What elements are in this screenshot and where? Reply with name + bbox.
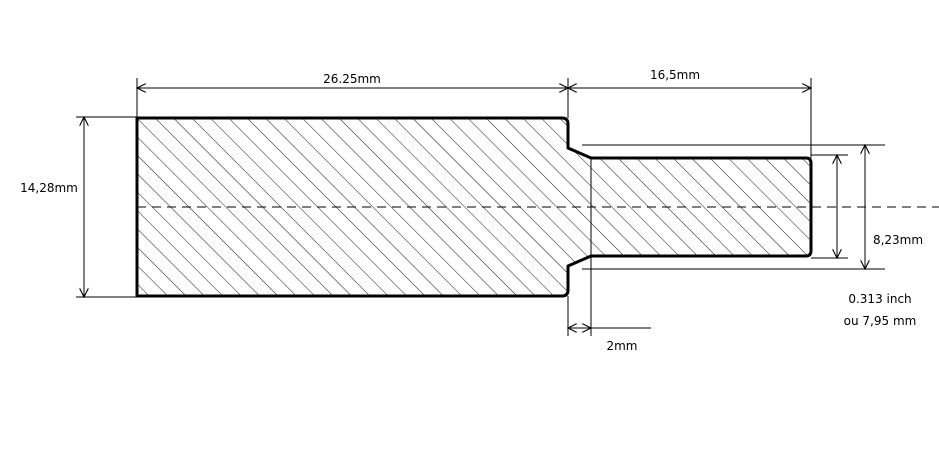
label-small-diameter-imperial-1: 0.313 inch	[848, 292, 911, 306]
label-small-length: 16,5mm	[650, 68, 700, 82]
label-large-diameter: 14,28mm	[20, 181, 78, 195]
label-large-length: 26.25mm	[323, 72, 381, 86]
label-small-diameter-imperial-2: ou 7,95 mm	[844, 314, 917, 328]
label-chamfer-length: 2mm	[606, 339, 637, 353]
label-small-diameter-metric: 8,23mm	[873, 233, 923, 247]
